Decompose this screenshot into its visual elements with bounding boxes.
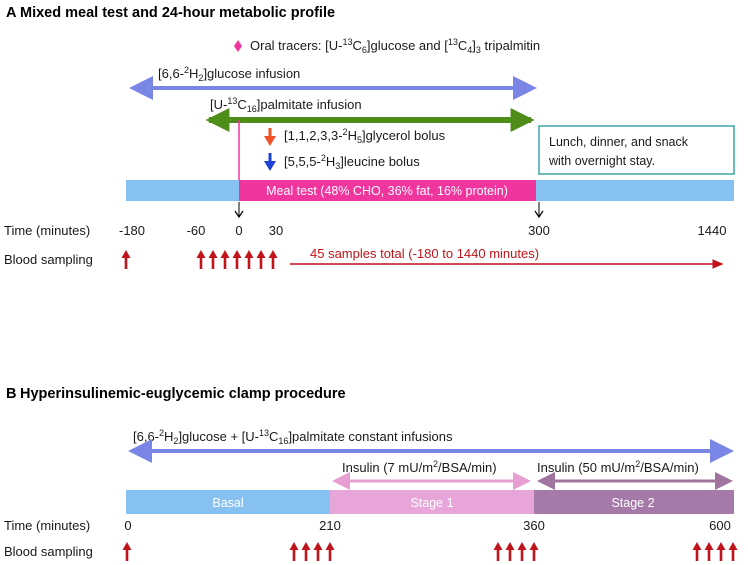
stage2-label: Stage 2 xyxy=(611,496,654,510)
tick-label-b-600: 600 xyxy=(709,518,731,533)
basal-bar xyxy=(126,490,330,514)
stage1-label: Stage 1 xyxy=(410,496,453,510)
panel-b-title: Hyperinsulinemic-euglycemic clamp proced… xyxy=(20,386,346,402)
time-axis-label-b: Time (minutes) xyxy=(4,518,90,533)
tick-arrow-0 xyxy=(234,201,244,218)
insulin-stage1-label: Insulin (7 mU/m2/BSA/min) xyxy=(342,459,497,475)
blood-sample-arrow-icon xyxy=(232,250,242,269)
panel-a: A Mixed meal test and 24-hour metabolic … xyxy=(4,5,735,269)
blood-sample-arrows-a xyxy=(121,250,278,269)
blood-sample-arrow-icon xyxy=(529,542,539,561)
leucine-bolus-arrow-head xyxy=(264,161,276,171)
stage2-bar xyxy=(534,490,734,514)
blood-sample-arrow-icon xyxy=(704,542,714,561)
blood-sample-arrow-icon xyxy=(122,542,132,561)
glycerol-bolus-arrow-head xyxy=(264,136,276,146)
blood-sample-arrow-icon xyxy=(301,542,311,561)
tick-label-0: 0 xyxy=(235,223,242,238)
blood-sample-arrow-icon xyxy=(289,542,299,561)
tick-arrow-300 xyxy=(534,201,544,218)
glycerol-bolus-label: [1,1,2,3,3-2H5]glycerol bolus xyxy=(284,127,446,145)
insulin-stage2-label: Insulin (50 mU/m2/BSA/min) xyxy=(537,459,699,475)
tick-label-300: 300 xyxy=(528,223,550,238)
glycerol-bolus-arrow xyxy=(268,128,272,137)
tick-label-minus180: -180 xyxy=(119,223,145,238)
tick-label-30: 30 xyxy=(269,223,283,238)
tick-label-minus60: -60 xyxy=(187,223,206,238)
blood-sampling-label-b: Blood sampling xyxy=(4,544,93,559)
stage1-bar xyxy=(330,490,534,514)
blood-sample-arrow-icon xyxy=(256,250,266,269)
blood-sample-arrow-icon xyxy=(716,542,726,561)
glucose-infusion-label: [6,6-2H2]glucose infusion xyxy=(158,65,300,83)
panel-a-letter: A xyxy=(6,5,17,21)
blood-sample-arrow-icon xyxy=(517,542,527,561)
blood-sample-arrow-icon xyxy=(325,542,335,561)
oral-tracers-label: Oral tracers: [U-13C6]glucose and [13C4]… xyxy=(250,37,540,55)
lunch-line-2: with overnight stay. xyxy=(548,154,655,168)
panel-a-title: Mixed meal test and 24-hour metabolic pr… xyxy=(20,5,335,21)
time-axis-label-a: Time (minutes) xyxy=(4,223,90,238)
panel-b-letter: B xyxy=(6,386,16,402)
leucine-bolus-label: [5,5,5-2H3]leucine bolus xyxy=(284,153,420,171)
tick-label-b-0: 0 xyxy=(124,518,131,533)
blood-sample-arrow-icon xyxy=(208,250,218,269)
constant-infusions-label: [6,6-2H2]glucose + [U-13C16]palmitate co… xyxy=(133,428,453,446)
tick-label-1440: 1440 xyxy=(698,223,727,238)
tick-label-b-210: 210 xyxy=(319,518,341,533)
samples-total-label: 45 samples total (-180 to 1440 minutes) xyxy=(310,246,539,261)
blood-sample-arrow-icon xyxy=(493,542,503,561)
blood-sample-arrow-icon xyxy=(196,250,206,269)
blood-sample-arrow-icon xyxy=(244,250,254,269)
blood-sample-arrow-icon xyxy=(505,542,515,561)
blood-sample-arrow-icon xyxy=(268,250,278,269)
blood-sample-arrows-b xyxy=(122,542,738,561)
blood-sample-arrow-icon xyxy=(692,542,702,561)
meal-test-bar xyxy=(239,180,536,201)
blood-sample-arrow-icon xyxy=(728,542,738,561)
lunch-dinner-box xyxy=(538,125,735,175)
blood-sample-arrow-icon xyxy=(313,542,323,561)
blood-sample-arrow-icon xyxy=(121,250,131,269)
oral-tracer-diamond-icon xyxy=(234,40,242,52)
meal-test-label: Meal test (48% CHO, 36% fat, 16% protein… xyxy=(266,184,508,198)
palmitate-infusion-label: [U-13C16]palmitate infusion xyxy=(210,96,362,114)
lunch-line-1: Lunch, dinner, and snack xyxy=(549,135,689,149)
tick-label-b-360: 360 xyxy=(523,518,545,533)
basal-label: Basal xyxy=(212,496,243,510)
blood-sample-arrow-icon xyxy=(220,250,230,269)
blood-sampling-label-a: Blood sampling xyxy=(4,252,93,267)
leucine-bolus-arrow xyxy=(268,153,272,162)
panel-b: B Hyperinsulinemic-euglycemic clamp proc… xyxy=(4,386,738,561)
